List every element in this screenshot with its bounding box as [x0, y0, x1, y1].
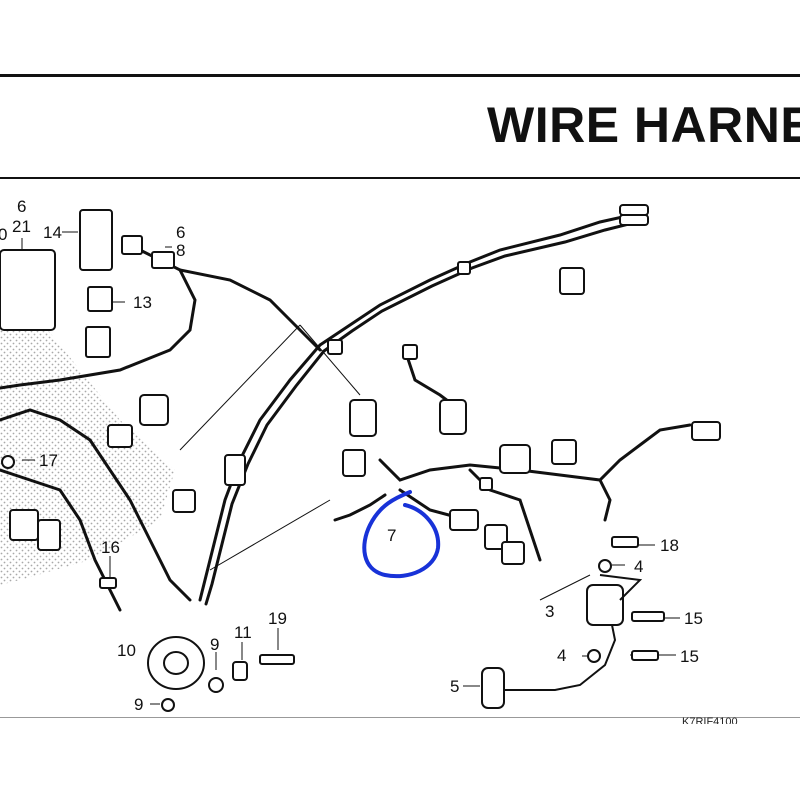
high-tension-lead [504, 624, 617, 691]
connector-top-right [619, 204, 649, 216]
connector-right-3 [691, 421, 721, 441]
callout-15: 15 [684, 609, 703, 628]
clip-center [327, 339, 343, 355]
callout-8: 8 [176, 241, 185, 260]
relay-base [85, 326, 111, 358]
bolt-17 [1, 455, 15, 469]
callout-19: 19 [268, 609, 287, 628]
callout-21: 21 [12, 217, 31, 236]
connector-plug-2 [224, 454, 246, 486]
footer-rule [0, 717, 800, 718]
connector-left-low [9, 509, 39, 541]
clip-top-2 [402, 344, 418, 360]
callout-7: 7 [387, 526, 396, 545]
bolt-16 [99, 577, 117, 589]
fuse-box-21 [0, 249, 56, 331]
washer-9a [208, 677, 224, 693]
callout-0: 0 [0, 225, 7, 244]
callout-3: 3 [545, 602, 554, 621]
stippled-frame-area [0, 320, 175, 585]
connector-center-1 [349, 399, 377, 437]
connector-mid-2 [107, 424, 133, 448]
callout-6-top: 6 [17, 197, 26, 216]
callout-9: 9 [210, 635, 219, 654]
callout-15-lower: 15 [680, 647, 699, 666]
callout-17: 17 [39, 451, 58, 470]
connector-4pin-top [559, 267, 585, 295]
horn-10-inner [163, 651, 189, 675]
bolt-18 [611, 536, 639, 548]
header-rule [0, 74, 800, 77]
highlight-circle [362, 490, 441, 579]
spark-plug-cap-5 [481, 667, 505, 709]
callout-10: 10 [117, 641, 136, 660]
connector-mid-1 [139, 394, 169, 426]
callout-13: 13 [133, 293, 152, 312]
connector-right-2 [551, 439, 577, 465]
callout-4-lower: 4 [557, 646, 566, 665]
coil-leads [599, 574, 643, 601]
callout-16: 16 [101, 538, 120, 557]
connector-7 [449, 509, 479, 531]
callout-5: 5 [450, 677, 459, 696]
connector-top-right-2 [619, 214, 649, 226]
callout-11: 11 [234, 623, 252, 642]
page-title: WIRE HARNE [487, 97, 800, 153]
relay-13 [87, 286, 113, 312]
connector-center-2 [342, 449, 366, 477]
connector-center-3 [439, 399, 467, 435]
grommet-4a [598, 559, 612, 573]
bolt-15a [631, 611, 665, 622]
callout-9-bottom: 9 [134, 695, 143, 714]
callout-18: 18 [660, 536, 679, 555]
fuse-6 [121, 235, 143, 255]
callout-labels: 6 21 0 14 6 8 13 17 16 10 9 11 19 9 7 18… [0, 197, 703, 714]
bolt-15b [631, 650, 659, 661]
bolt-11 [232, 661, 248, 681]
title-rule [0, 177, 800, 179]
connector-plug-1 [172, 489, 196, 513]
relay-14 [79, 209, 113, 271]
callout-14: 14 [43, 223, 62, 242]
clip-top-1 [457, 261, 471, 275]
grommet-4b [587, 649, 601, 663]
connector-lower-2 [501, 541, 525, 565]
connector-8 [151, 251, 175, 269]
bolt-19 [259, 654, 295, 665]
clip-low [479, 477, 493, 491]
callout-4: 4 [634, 557, 643, 576]
callout-6: 6 [176, 223, 185, 242]
ignition-coil-3 [586, 584, 624, 626]
diagram-code: K7RIF4100 [682, 716, 738, 724]
connector-right-1 [499, 444, 531, 474]
connector-left-low-2 [37, 519, 61, 551]
washer-9b [161, 698, 175, 712]
